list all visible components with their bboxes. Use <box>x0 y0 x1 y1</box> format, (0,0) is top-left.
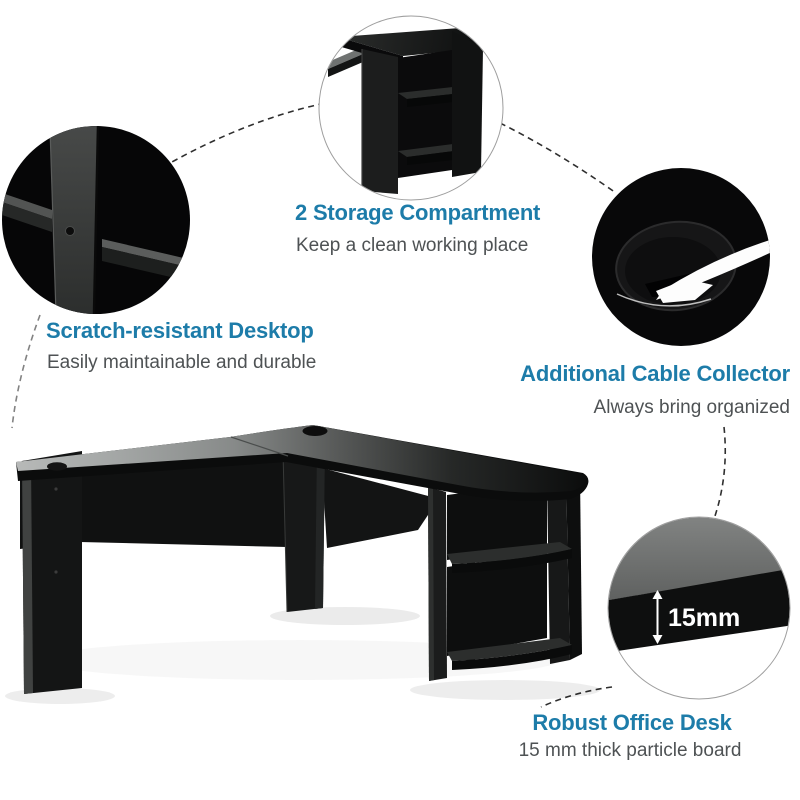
desk-left-apron <box>20 455 287 549</box>
feature-subtitle-robust: 15 mm thick particle board <box>518 740 742 761</box>
feature-title-storage: 2 Storage Compartment <box>295 200 541 225</box>
connector-line-cable-thickness <box>713 426 727 520</box>
desk-shelf-unit <box>428 474 582 681</box>
feature-title-robust: Robust Office Desk <box>532 710 732 735</box>
feature-title-scratch: Scratch-resistant Desktop <box>46 318 314 343</box>
desk-center-leg <box>282 446 325 613</box>
feature-subtitle-storage: Keep a clean working place <box>296 235 529 256</box>
desk-right-apron <box>322 468 432 548</box>
callout-circle-thickness: 15mm <box>607 516 791 700</box>
callout-circle-scratch <box>2 126 190 314</box>
connector-line-scratch-desk <box>11 314 41 429</box>
callout-circle-cable <box>592 168 770 346</box>
shelf-outer-end <box>566 474 582 660</box>
feature-title-cable: Additional Cable Collector <box>520 361 790 386</box>
desk-left-leg <box>22 451 82 694</box>
connector-line-scratch-storage <box>162 103 322 168</box>
desktop-surface <box>16 425 586 493</box>
thickness-label: 15mm <box>668 604 740 632</box>
grommet-hole-right <box>302 426 328 436</box>
floor-shadow <box>5 607 600 704</box>
grommet-hole-left <box>47 462 67 471</box>
connector-line-thickness-robust <box>540 686 613 708</box>
shelf-outer-slat <box>547 476 570 664</box>
feature-subtitle-scratch: Easily maintainable and durable <box>47 352 317 373</box>
connector-line-storage-cable <box>499 122 617 194</box>
shelf-bottom <box>447 638 572 670</box>
callout-circle-storage <box>318 15 504 201</box>
desk-illustration <box>5 425 600 704</box>
feature-subtitle-cable: Always bring organized <box>593 397 790 418</box>
screw-hole <box>65 226 75 236</box>
thickness-arrow-icon <box>652 590 663 644</box>
connector-lines <box>11 103 727 708</box>
shelf-middle <box>447 542 572 573</box>
desktop-seam <box>230 436 289 457</box>
